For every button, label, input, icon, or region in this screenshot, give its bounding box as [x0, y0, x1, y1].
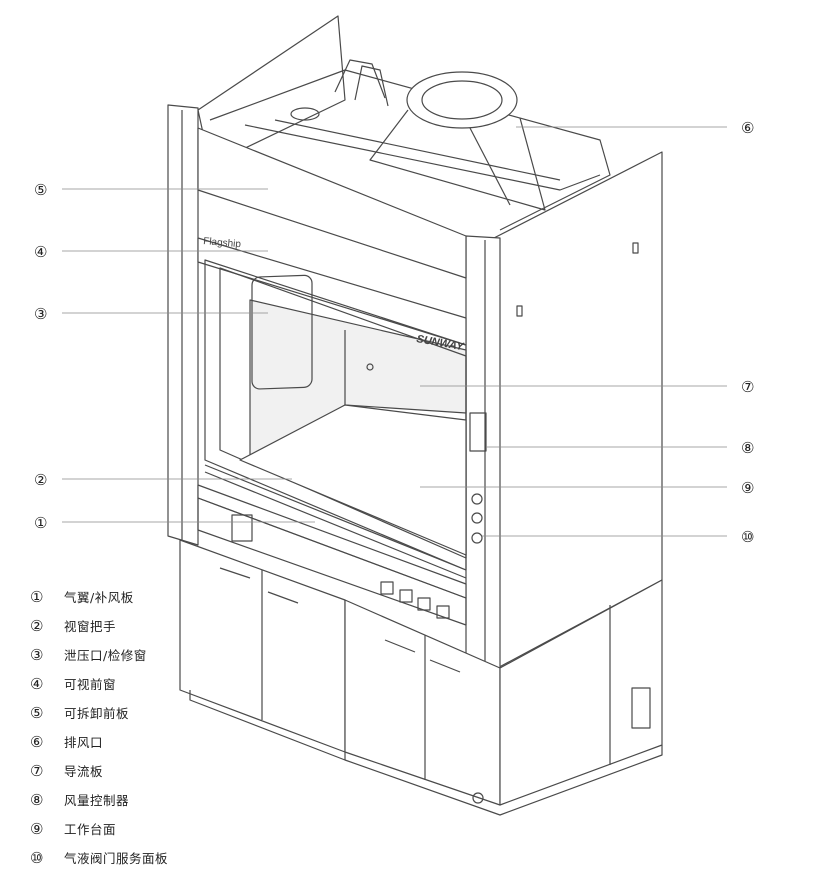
power-socket [231, 514, 253, 542]
left-post [167, 104, 199, 546]
legend-number: ⑩ [30, 848, 44, 867]
legend-number: ⑧ [30, 790, 44, 809]
legend-item: ⑤ 可拆卸前板 [30, 698, 168, 727]
legend-item: ② 视窗把手 [30, 611, 168, 640]
legend-item: ④ 可视前窗 [30, 669, 168, 698]
service-valve [471, 493, 483, 505]
legend-number: ⑥ [30, 732, 44, 751]
parts-legend: ① 气翼/补风板 ② 视窗把手 ③ 泄压口/检修窗 ④ 可视前窗 ⑤ 可拆卸前板 ⑥ 排风口… [30, 582, 168, 872]
legend-label: 导流板 [64, 764, 104, 779]
cabinet-handle [219, 567, 251, 579]
legend-label: 可拆卸前板 [64, 706, 130, 721]
legend-item: ⑥ 排风口 [30, 727, 168, 756]
top-frame [209, 69, 611, 231]
removable-front-panel [197, 127, 467, 279]
legend-item: ⑧ 风量控制器 [30, 785, 168, 814]
legend-item: ⑨ 工作台面 [30, 814, 168, 843]
callout-1: ① [34, 514, 47, 532]
callout-2: ② [34, 471, 47, 489]
legend-item: ③ 泄压口/检修窗 [30, 640, 168, 669]
work-surface [239, 404, 467, 556]
legend-item: ① 气翼/补风板 [30, 582, 168, 611]
cabinet-handle [384, 639, 416, 653]
legend-label: 工作台面 [64, 822, 117, 837]
callout-5: ⑤ [34, 181, 47, 199]
inspection-window [251, 274, 313, 390]
callout-4: ④ [34, 243, 47, 261]
legend-label: 风量控制器 [64, 793, 130, 808]
brand-model: Flagship [203, 236, 242, 250]
service-valve [471, 512, 483, 524]
legend-number: ⑤ [30, 703, 44, 722]
control-strip [197, 497, 467, 626]
callout-9: ⑨ [741, 479, 754, 497]
exhaust-cone [369, 109, 546, 211]
legend-number: ① [30, 587, 44, 606]
callout-8: ⑧ [741, 439, 754, 457]
callout-6: ⑥ [741, 119, 754, 137]
caster [472, 792, 484, 804]
legend-label: 气翼/补风板 [64, 590, 134, 605]
legend-number: ② [30, 616, 44, 635]
legend-label: 排风口 [64, 735, 104, 750]
cabinet-handle [429, 659, 461, 673]
pulley-bracket [334, 59, 386, 99]
cabinet-handle [267, 591, 299, 604]
right-post [465, 235, 501, 673]
switch-panel [380, 581, 450, 619]
interior-back [249, 299, 467, 461]
legend-item: ⑩ 气液阀门服务面板 [30, 843, 168, 872]
legend-label: 泄压口/检修窗 [64, 648, 147, 663]
sash-handle [204, 464, 467, 571]
legend-label: 气液阀门服务面板 [64, 851, 169, 866]
legend-number: ③ [30, 645, 44, 664]
legend-number: ⑨ [30, 819, 44, 838]
callout-3: ③ [34, 305, 47, 323]
legend-number: ④ [30, 674, 44, 693]
top-port [290, 107, 320, 121]
side-access-panel [631, 687, 651, 729]
airflow-controller-display [469, 412, 487, 452]
legend-label: 可视前窗 [64, 677, 117, 692]
callout-10: ⑩ [741, 528, 754, 546]
service-valve [471, 532, 483, 544]
callout-7: ⑦ [741, 378, 754, 396]
legend-label: 视窗把手 [64, 619, 117, 634]
plinth [189, 690, 346, 761]
legend-item: ⑦ 导流板 [30, 756, 168, 785]
legend-number: ⑦ [30, 761, 44, 780]
